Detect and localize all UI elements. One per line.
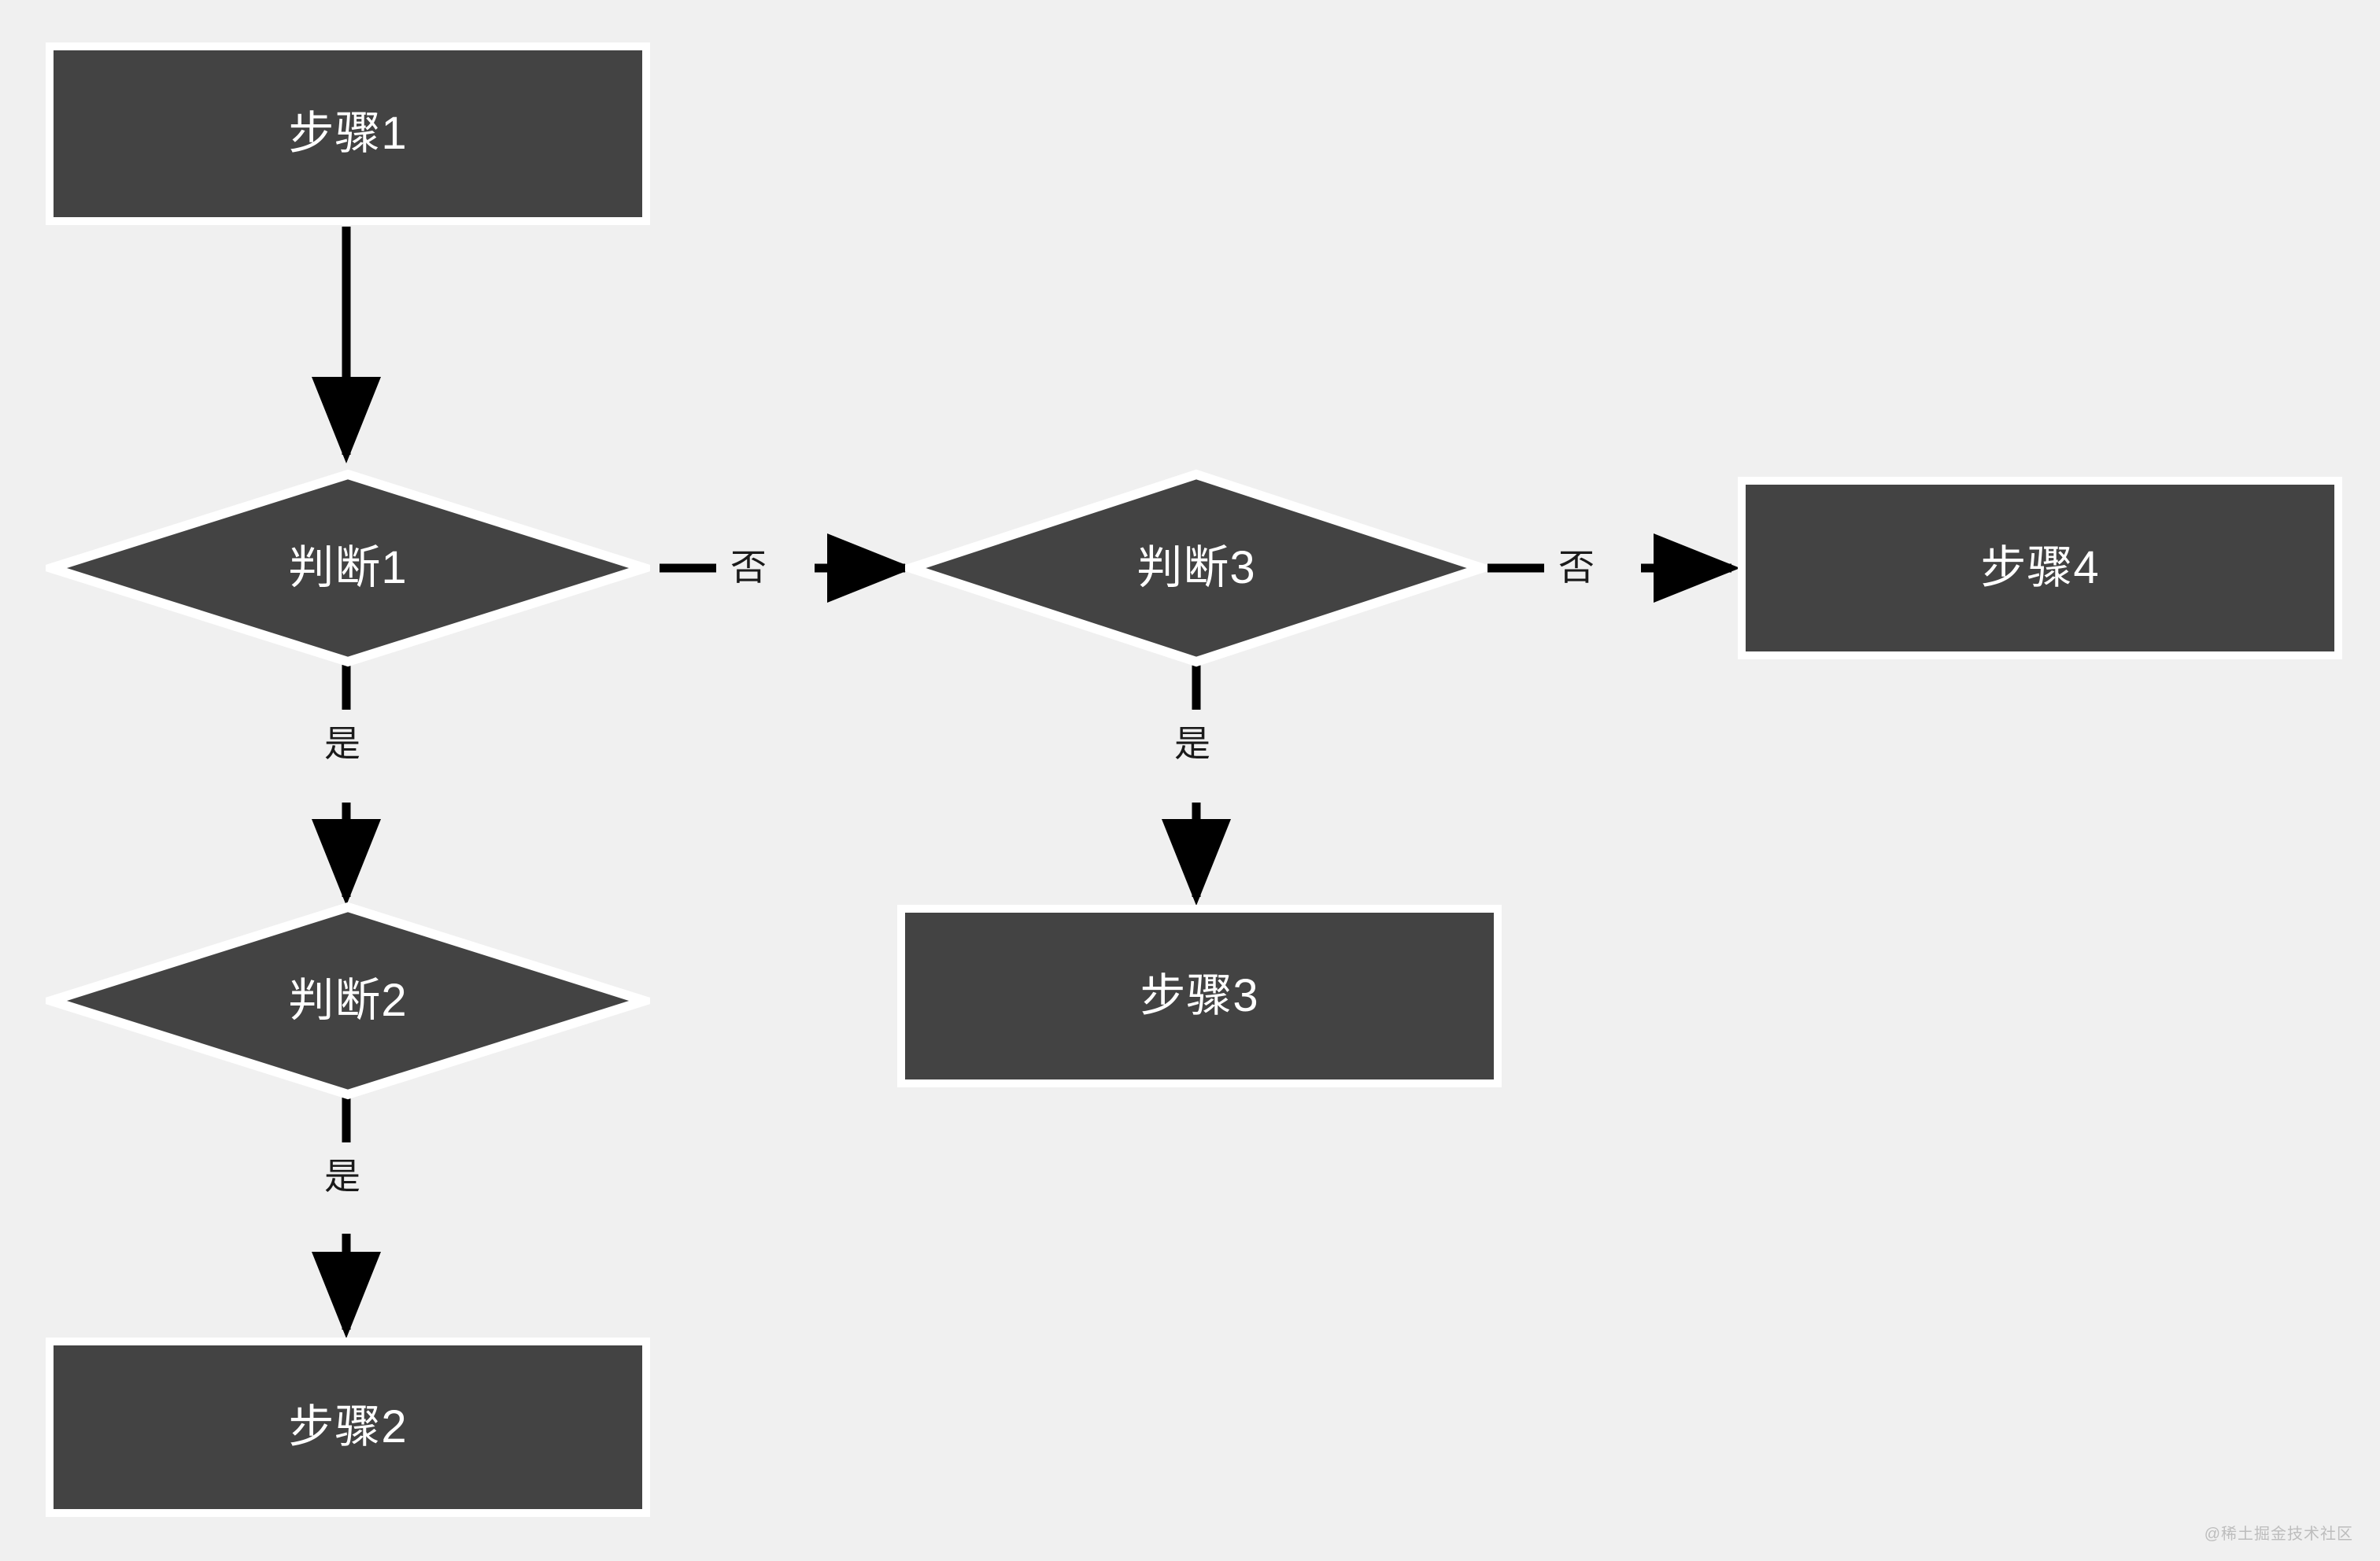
node-decision1[interactable]: 判断1 <box>46 469 650 667</box>
node-step4[interactable]: 步骤4 <box>1738 477 2342 659</box>
edge-label-decision1-yes: 是 <box>324 723 360 764</box>
decision2-shape <box>46 902 650 1100</box>
decision1-shape <box>46 469 650 667</box>
node-step1[interactable]: 步骤1 <box>46 42 650 225</box>
node-decision2[interactable]: 判断2 <box>46 902 650 1100</box>
node-step2[interactable]: 步骤2 <box>46 1338 650 1517</box>
watermark: @稀土掘金技术社区 <box>2204 1526 2353 1543</box>
node-step3-label: 步骤3 <box>1140 970 1259 1021</box>
edge-label-decision2-yes: 是 <box>324 1156 360 1197</box>
node-step3[interactable]: 步骤3 <box>897 905 1502 1087</box>
node-decision3[interactable]: 判断3 <box>905 469 1488 667</box>
node-step2-label: 步骤2 <box>288 1401 408 1452</box>
node-step1-label: 步骤1 <box>288 108 408 159</box>
edge-label-decision3-yes: 是 <box>1174 723 1210 764</box>
edge-label-decision1-no: 否 <box>730 547 767 588</box>
node-decision2-label: 判断2 <box>288 975 408 1026</box>
edge-label-decision3-no: 否 <box>1558 547 1595 588</box>
decision3-shape <box>905 469 1488 667</box>
node-step4-label: 步骤4 <box>1980 542 2100 593</box>
node-decision1-label: 判断1 <box>288 542 408 593</box>
node-decision3-label: 判断3 <box>1136 542 1256 593</box>
